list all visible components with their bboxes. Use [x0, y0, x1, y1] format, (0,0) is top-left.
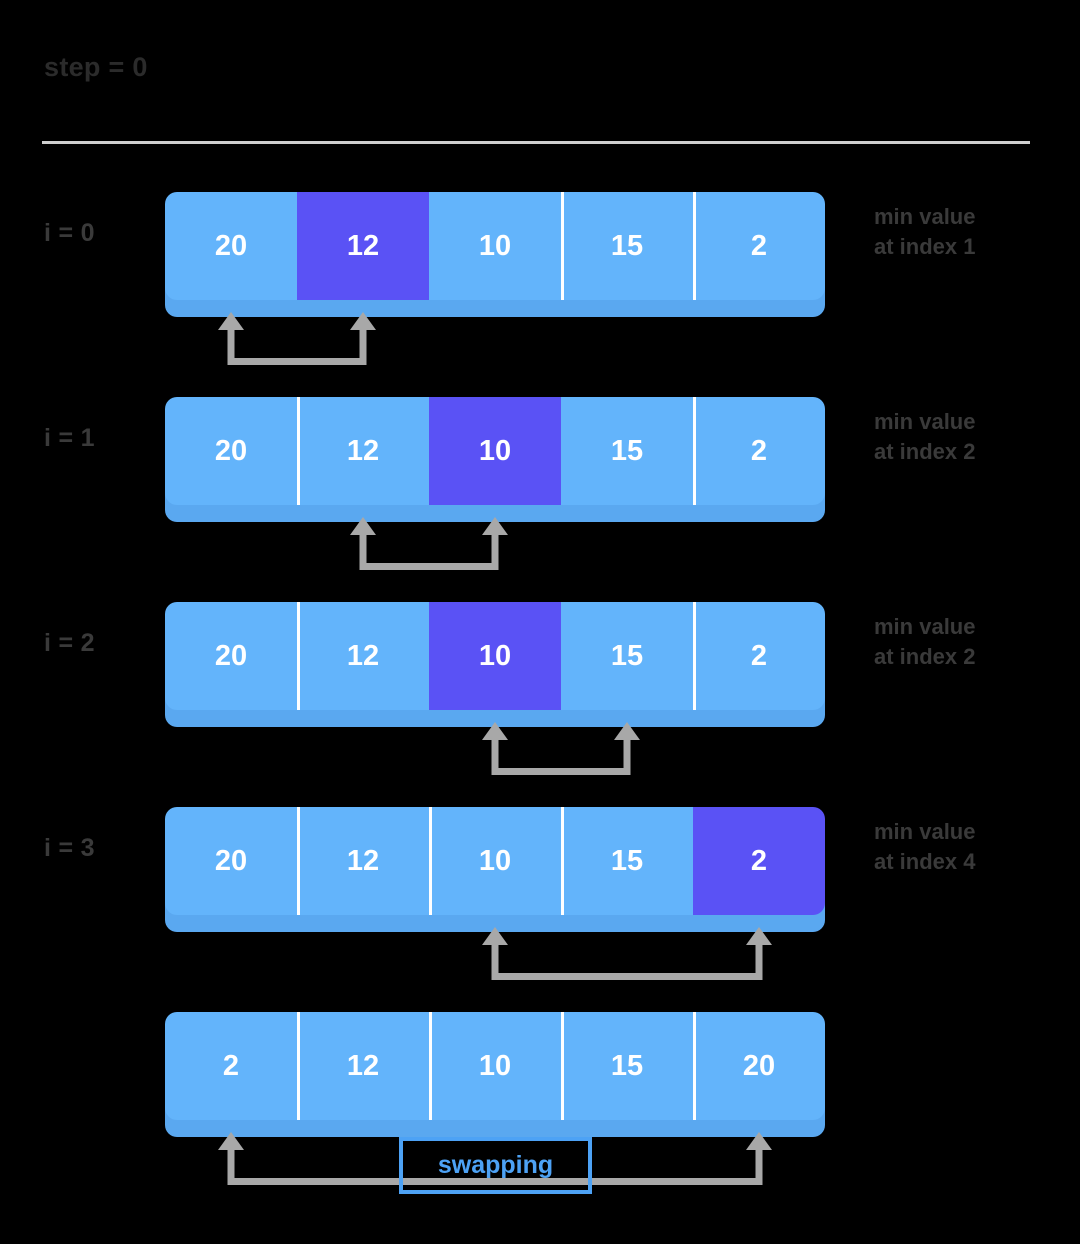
array-cell[interactable]: 12	[297, 1012, 429, 1120]
array-cell-highlighted[interactable]: 10	[429, 397, 561, 505]
array-cell[interactable]: 2	[165, 1012, 297, 1120]
array-cell[interactable]: 2	[693, 602, 825, 710]
array-cell-highlighted[interactable]: 10	[429, 602, 561, 710]
row-index-label: i = 0	[44, 219, 95, 247]
swap-connector-arrow	[211, 1130, 779, 1190]
array-cell[interactable]: 15	[561, 1012, 693, 1120]
swap-connector-arrow	[475, 720, 647, 780]
swap-connector-arrow	[211, 310, 383, 370]
array-cell[interactable]: 12	[297, 602, 429, 710]
swapping-tag: swapping	[399, 1137, 592, 1194]
swap-connector-arrow	[343, 515, 515, 575]
array-cell[interactable]: 15	[561, 397, 693, 505]
row-index-label: i = 2	[44, 629, 95, 657]
array-cell[interactable]: 15	[561, 807, 693, 915]
array-cell[interactable]: 2	[693, 192, 825, 300]
min-value-note: min value at index 2	[874, 614, 976, 669]
step-label: step = 0	[44, 52, 148, 82]
array-cell[interactable]: 10	[429, 1012, 561, 1120]
min-value-note: min value at index 1	[874, 204, 976, 259]
array-cell[interactable]: 15	[561, 192, 693, 300]
array-cell[interactable]: 20	[165, 397, 297, 505]
min-value-note: min value at index 4	[874, 819, 976, 874]
array-cell[interactable]: 10	[429, 807, 561, 915]
row-index-label: i = 3	[44, 834, 95, 862]
row-index-label: i = 1	[44, 424, 95, 452]
array-cell-highlighted[interactable]: 2	[693, 807, 825, 915]
array-cell-highlighted[interactable]: 12	[297, 192, 429, 300]
min-value-note: min value at index 2	[874, 409, 976, 464]
array-cell[interactable]: 12	[297, 397, 429, 505]
array-cell[interactable]: 20	[165, 602, 297, 710]
array-cell[interactable]: 20	[693, 1012, 825, 1120]
header-divider	[42, 141, 1030, 144]
swap-connector-arrow	[475, 925, 779, 985]
array-cell[interactable]: 20	[165, 192, 297, 300]
array-cell[interactable]: 12	[297, 807, 429, 915]
array-cell[interactable]: 20	[165, 807, 297, 915]
array-cell[interactable]: 2	[693, 397, 825, 505]
array-cell[interactable]: 10	[429, 192, 561, 300]
array-cell[interactable]: 15	[561, 602, 693, 710]
